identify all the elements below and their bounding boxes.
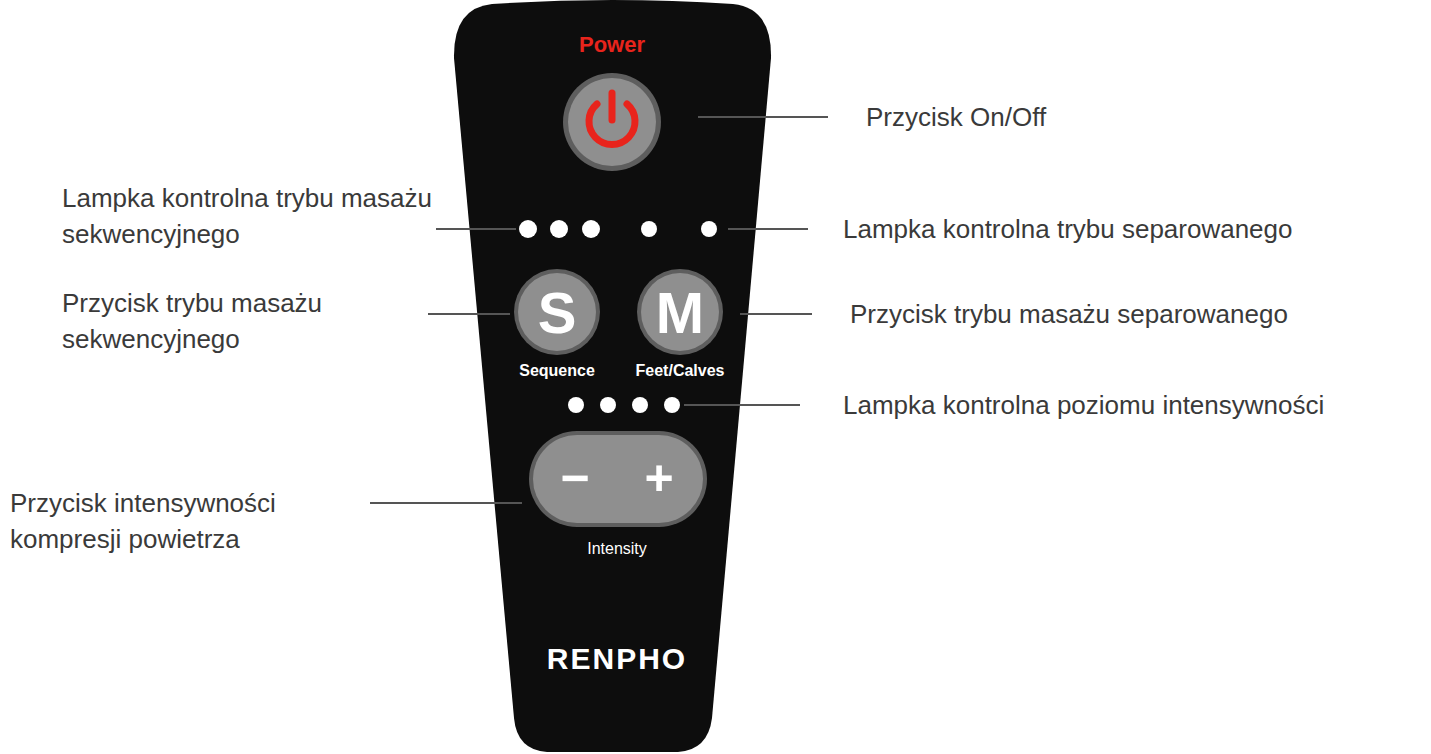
callout-text: Lampka kontrolna poziomu intensywności [843,387,1324,423]
button-caption: Sequence [519,363,595,379]
plus-sign: + [644,453,673,503]
callout-text: Przycisk intensywności kompresji powietr… [10,485,355,557]
power-caption: Power [579,34,645,56]
power-button [568,78,656,166]
callout-text: Przycisk trybu masażu sekwencyjnego [62,285,422,357]
sequence-button [518,273,596,351]
callout-text: Lampka kontrolna trybu separowanego [843,211,1293,247]
callout-text: Przycisk On/Off [866,99,1046,135]
intensity-button [533,435,703,523]
sequence-lamps [519,220,600,238]
leader-lines [370,117,828,503]
button-letter: S [538,284,577,342]
remote-body [454,0,771,752]
intensity-lamps [568,397,680,413]
callout-text: Lampka kontrolna trybu masażu sekwencyjn… [62,180,432,252]
callout-text: Przycisk trybu masażu separowanego [850,296,1288,332]
separate-lamps [641,221,717,237]
separate-button [641,273,719,351]
button-caption: Intensity [587,541,647,557]
minus-sign: − [560,453,589,503]
button-caption: Feet/Calves [636,363,725,379]
sequence-button-rim [514,269,600,355]
power-icon [609,93,616,120]
power-button-rim [563,73,661,171]
intensity-button-rim [529,431,707,527]
brand-logo: RENPHO [547,644,687,674]
separate-button-rim [637,269,723,355]
button-letter: M [656,284,704,342]
